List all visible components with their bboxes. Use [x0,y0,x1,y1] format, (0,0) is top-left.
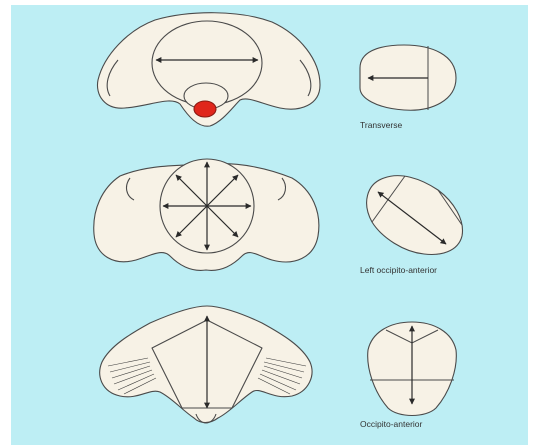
sacrum-highlight [194,101,216,117]
pelvis-transverse [97,13,320,126]
head-left-occipito-anterior [367,176,463,255]
caption-left-occipito-anterior: Left occipito-anterior [360,265,437,275]
caption-occipito-anterior: Occipito-anterior [360,419,422,429]
pelvis-occipito-anterior [100,306,312,423]
pelvis-left-occipito-anterior [94,159,319,270]
caption-transverse: Transverse [360,120,402,130]
